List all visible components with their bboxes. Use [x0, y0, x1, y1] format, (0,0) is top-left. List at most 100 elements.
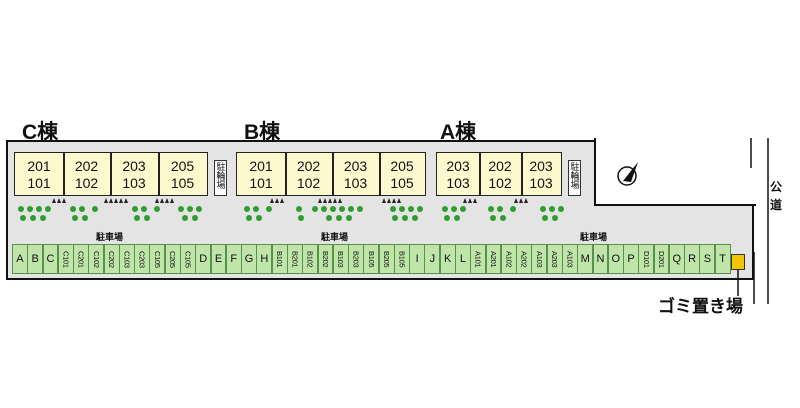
parking-lot: B201: [286, 244, 303, 274]
bicycle-parking-2-label: 駐輪場: [569, 162, 580, 189]
tree-icon: [40, 215, 46, 221]
parking-lot-label: D201: [657, 250, 667, 268]
parking-lot: H: [256, 244, 273, 274]
parking-lot: C: [42, 244, 59, 274]
unit-c-105: 105: [170, 175, 195, 191]
unit-c-col4: 205 105: [158, 158, 207, 192]
road-label: 公道: [770, 180, 783, 212]
tree-icon: [30, 215, 36, 221]
parking-lot: D201: [653, 244, 670, 274]
parking-lot-label: C103: [122, 250, 132, 268]
tree-icon: [187, 206, 193, 212]
tree-icon: [79, 206, 85, 212]
unit-c-202: 202: [74, 158, 99, 174]
tree-icon: [154, 206, 160, 212]
parking-lot-label: A103: [534, 250, 544, 268]
parking-lot: Q: [668, 244, 685, 274]
unit-c-103: 103: [122, 175, 146, 191]
tree-icon: [460, 206, 466, 212]
parking-lot: A102: [500, 244, 517, 274]
tree-icon: [144, 215, 150, 221]
trash-area-label: ゴミ置き場: [658, 297, 743, 316]
entrance-triangle-icon: [382, 198, 386, 203]
tree-icon: [296, 206, 302, 212]
parking-lot: A103: [561, 244, 578, 274]
parking-lot-label: H: [260, 253, 269, 265]
entrance-triangle-icon: [333, 198, 337, 203]
parking-lot-label: D: [199, 253, 208, 265]
parking-lot: B101: [271, 244, 288, 274]
parking-lot: E: [210, 244, 227, 274]
entrance-triangle-icon: [109, 198, 113, 203]
tree-icon: [18, 206, 24, 212]
parking-label-3: 駐車場: [580, 232, 608, 242]
tree-icon: [92, 206, 98, 212]
tree-icon: [266, 206, 272, 212]
entrance-triangle-icon: [170, 198, 174, 203]
parking-lot: C202: [103, 244, 120, 274]
unit-b-101: 101: [249, 175, 273, 191]
parking-lot-label: S: [703, 253, 712, 265]
unit-b-205: 205: [390, 158, 414, 174]
parking-lot: A103: [531, 244, 548, 274]
tree-icon: [348, 206, 354, 212]
tree-icon: [390, 206, 396, 212]
unit-a-203: 203: [446, 158, 470, 174]
tree-icon: [408, 206, 414, 212]
parking-lot: O: [607, 244, 624, 274]
unit-b-col2: 202 102: [285, 158, 332, 192]
unit-b-col4: 205 105: [379, 158, 425, 192]
parking-lot-label: T: [719, 253, 727, 265]
unit-b-201: 201: [249, 158, 273, 174]
parking-lot: G: [241, 244, 258, 274]
entrance-triangle-icon: [62, 198, 66, 203]
tree-icon: [402, 215, 408, 221]
parking-lot: C205: [164, 244, 181, 274]
parking-lot: T: [714, 244, 731, 274]
parking-lot-label: C: [46, 253, 55, 265]
parking-lot-label: A103: [565, 250, 575, 268]
tree-icon: [412, 215, 418, 221]
parking-lot-label: C203: [137, 250, 147, 268]
entrance-triangle-icon: [270, 198, 274, 203]
entrance-triangle-icon: [524, 198, 528, 203]
parking-lot-label: I: [415, 253, 419, 265]
tree-icon: [27, 206, 33, 212]
parking-lot-label: C102: [91, 250, 101, 268]
parking-lot: B: [27, 244, 44, 274]
parking-lot-label: B205: [382, 250, 392, 268]
parking-lot: R: [684, 244, 701, 274]
entrance-triangle-icon: [387, 198, 391, 203]
parking-lot-label: B103: [336, 250, 346, 268]
parking-lot: C105: [149, 244, 166, 274]
tree-icon: [178, 206, 184, 212]
tree-icon: [70, 206, 76, 212]
tree-icon: [339, 206, 345, 212]
entrance-triangle-icon: [57, 198, 61, 203]
entrance-triangle-icon: [338, 198, 342, 203]
parking-lot: A: [12, 244, 28, 274]
parking-lot: M: [577, 244, 594, 274]
parking-lot-label: N: [596, 253, 605, 265]
parking-lot: L: [455, 244, 471, 274]
road-lines: [750, 138, 769, 304]
tree-icon: [298, 215, 304, 221]
tree-icon: [182, 215, 188, 221]
entrance-triangle-icon: [397, 198, 401, 203]
tree-icon: [312, 206, 318, 212]
entrance-triangle-icon: [328, 198, 332, 203]
parking-lot-label: R: [688, 253, 697, 265]
parking-lot: A203: [546, 244, 563, 274]
entrance-triangle-icon: [468, 198, 472, 203]
entrance-triangle-icon: [165, 198, 169, 203]
trash-leader-line: [737, 270, 739, 296]
entrance-triangle-icon: [155, 198, 159, 203]
unit-a-col2: 202 102: [479, 158, 521, 192]
parking-lot: B103: [332, 244, 349, 274]
parking-lot-label: P: [627, 253, 635, 265]
parking-lot-label: C202: [107, 250, 117, 268]
tree-icon: [346, 215, 352, 221]
tree-icon: [141, 206, 147, 212]
tree-icon: [558, 206, 564, 212]
parking-lot: A101: [470, 244, 487, 274]
